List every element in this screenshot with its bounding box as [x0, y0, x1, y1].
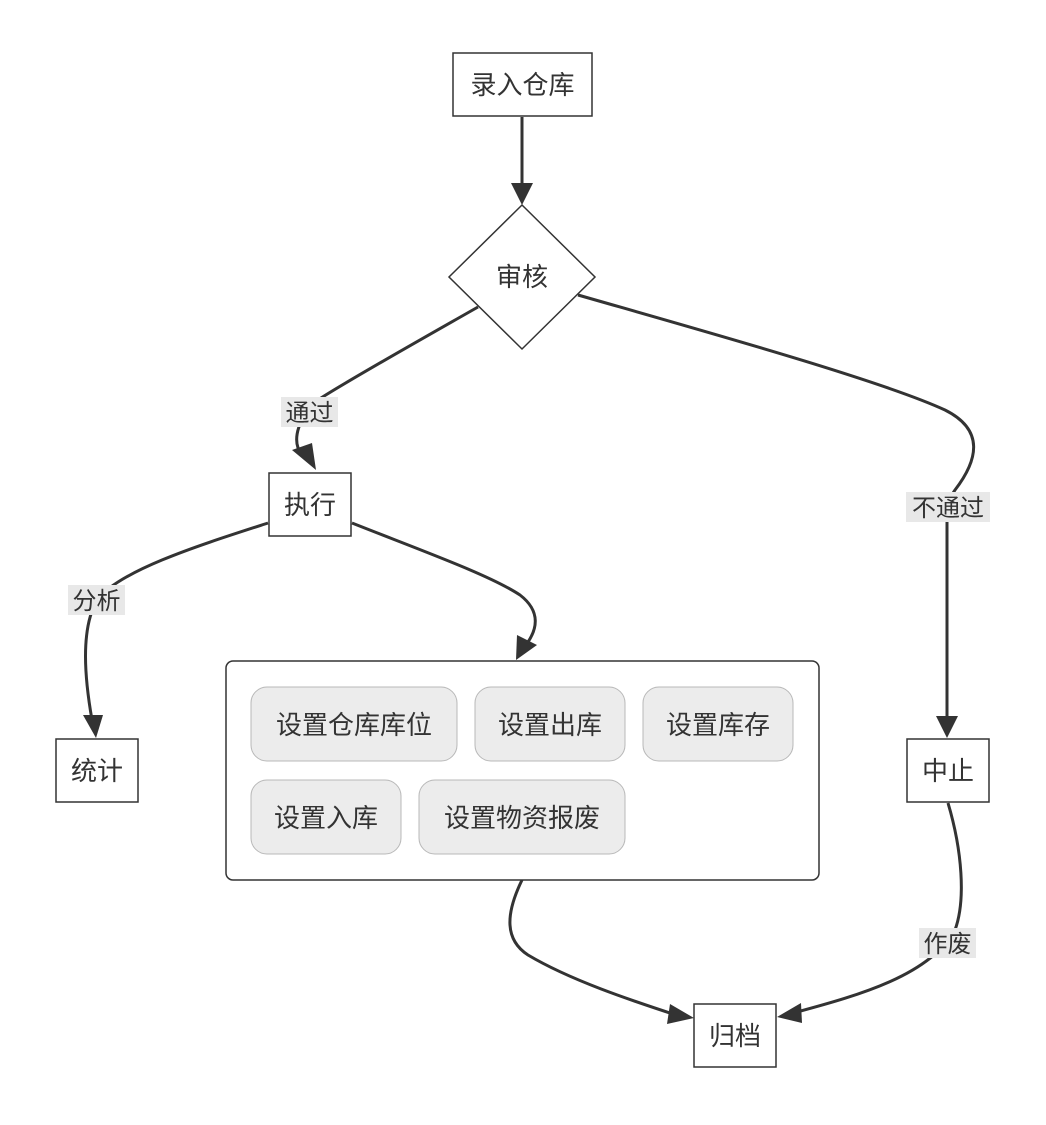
- node-stats-label: 统计: [71, 757, 123, 787]
- settings-item: 设置物资报废: [418, 779, 626, 855]
- edge-label-fail: 不通过: [906, 492, 990, 522]
- arrowhead-stop: [936, 716, 958, 738]
- edge-stop-to-archive: [796, 802, 963, 1014]
- settings-group: 设置仓库库位 设置出库 设置库存 设置入库 设置物资报废: [225, 660, 820, 881]
- svg-text:设置入库: 设置入库: [274, 804, 378, 834]
- svg-text:设置物资报废: 设置物资报废: [444, 804, 600, 834]
- node-stop: 中止: [906, 738, 990, 803]
- arrowhead-archive-left: [667, 1004, 694, 1024]
- node-stats: 统计: [55, 738, 139, 803]
- node-review: 审核: [447, 203, 597, 351]
- edge-review-to-execute: [295, 305, 479, 456]
- svg-text:设置出库: 设置出库: [498, 711, 602, 741]
- svg-text:通过: 通过: [286, 399, 334, 427]
- arrowhead-execute: [292, 443, 316, 470]
- node-review-label: 审核: [496, 263, 548, 293]
- node-archive-label: 归档: [709, 1022, 761, 1052]
- node-entry-label: 录入仓库: [470, 71, 574, 101]
- node-stop-label: 中止: [922, 757, 974, 787]
- node-execute: 执行: [268, 472, 352, 537]
- edge-settings-to-archive: [508, 879, 677, 1017]
- edge-label-void: 作废: [919, 928, 976, 958]
- arrowhead-archive-right: [777, 1003, 802, 1023]
- arrowhead-stats: [83, 715, 103, 738]
- arrowhead-settings: [516, 635, 537, 660]
- edge-label-analyze: 分析: [68, 585, 125, 615]
- node-entry: 录入仓库: [452, 52, 593, 117]
- svg-text:作废: 作废: [924, 930, 972, 958]
- svg-text:设置库存: 设置库存: [666, 711, 770, 741]
- settings-item: 设置库存: [642, 686, 794, 762]
- svg-text:分析: 分析: [73, 587, 121, 615]
- settings-item: 设置仓库库位: [250, 686, 458, 762]
- svg-text:设置仓库库位: 设置仓库库位: [276, 711, 432, 741]
- settings-item: 设置出库: [474, 686, 626, 762]
- edge-label-pass: 通过: [281, 397, 338, 427]
- edge-execute-to-settings: [351, 521, 537, 643]
- node-archive: 归档: [693, 1003, 777, 1068]
- settings-item: 设置入库: [250, 779, 402, 855]
- svg-text:不通过: 不通过: [912, 494, 984, 522]
- node-execute-label: 执行: [284, 491, 336, 521]
- arrowhead-review: [511, 183, 533, 205]
